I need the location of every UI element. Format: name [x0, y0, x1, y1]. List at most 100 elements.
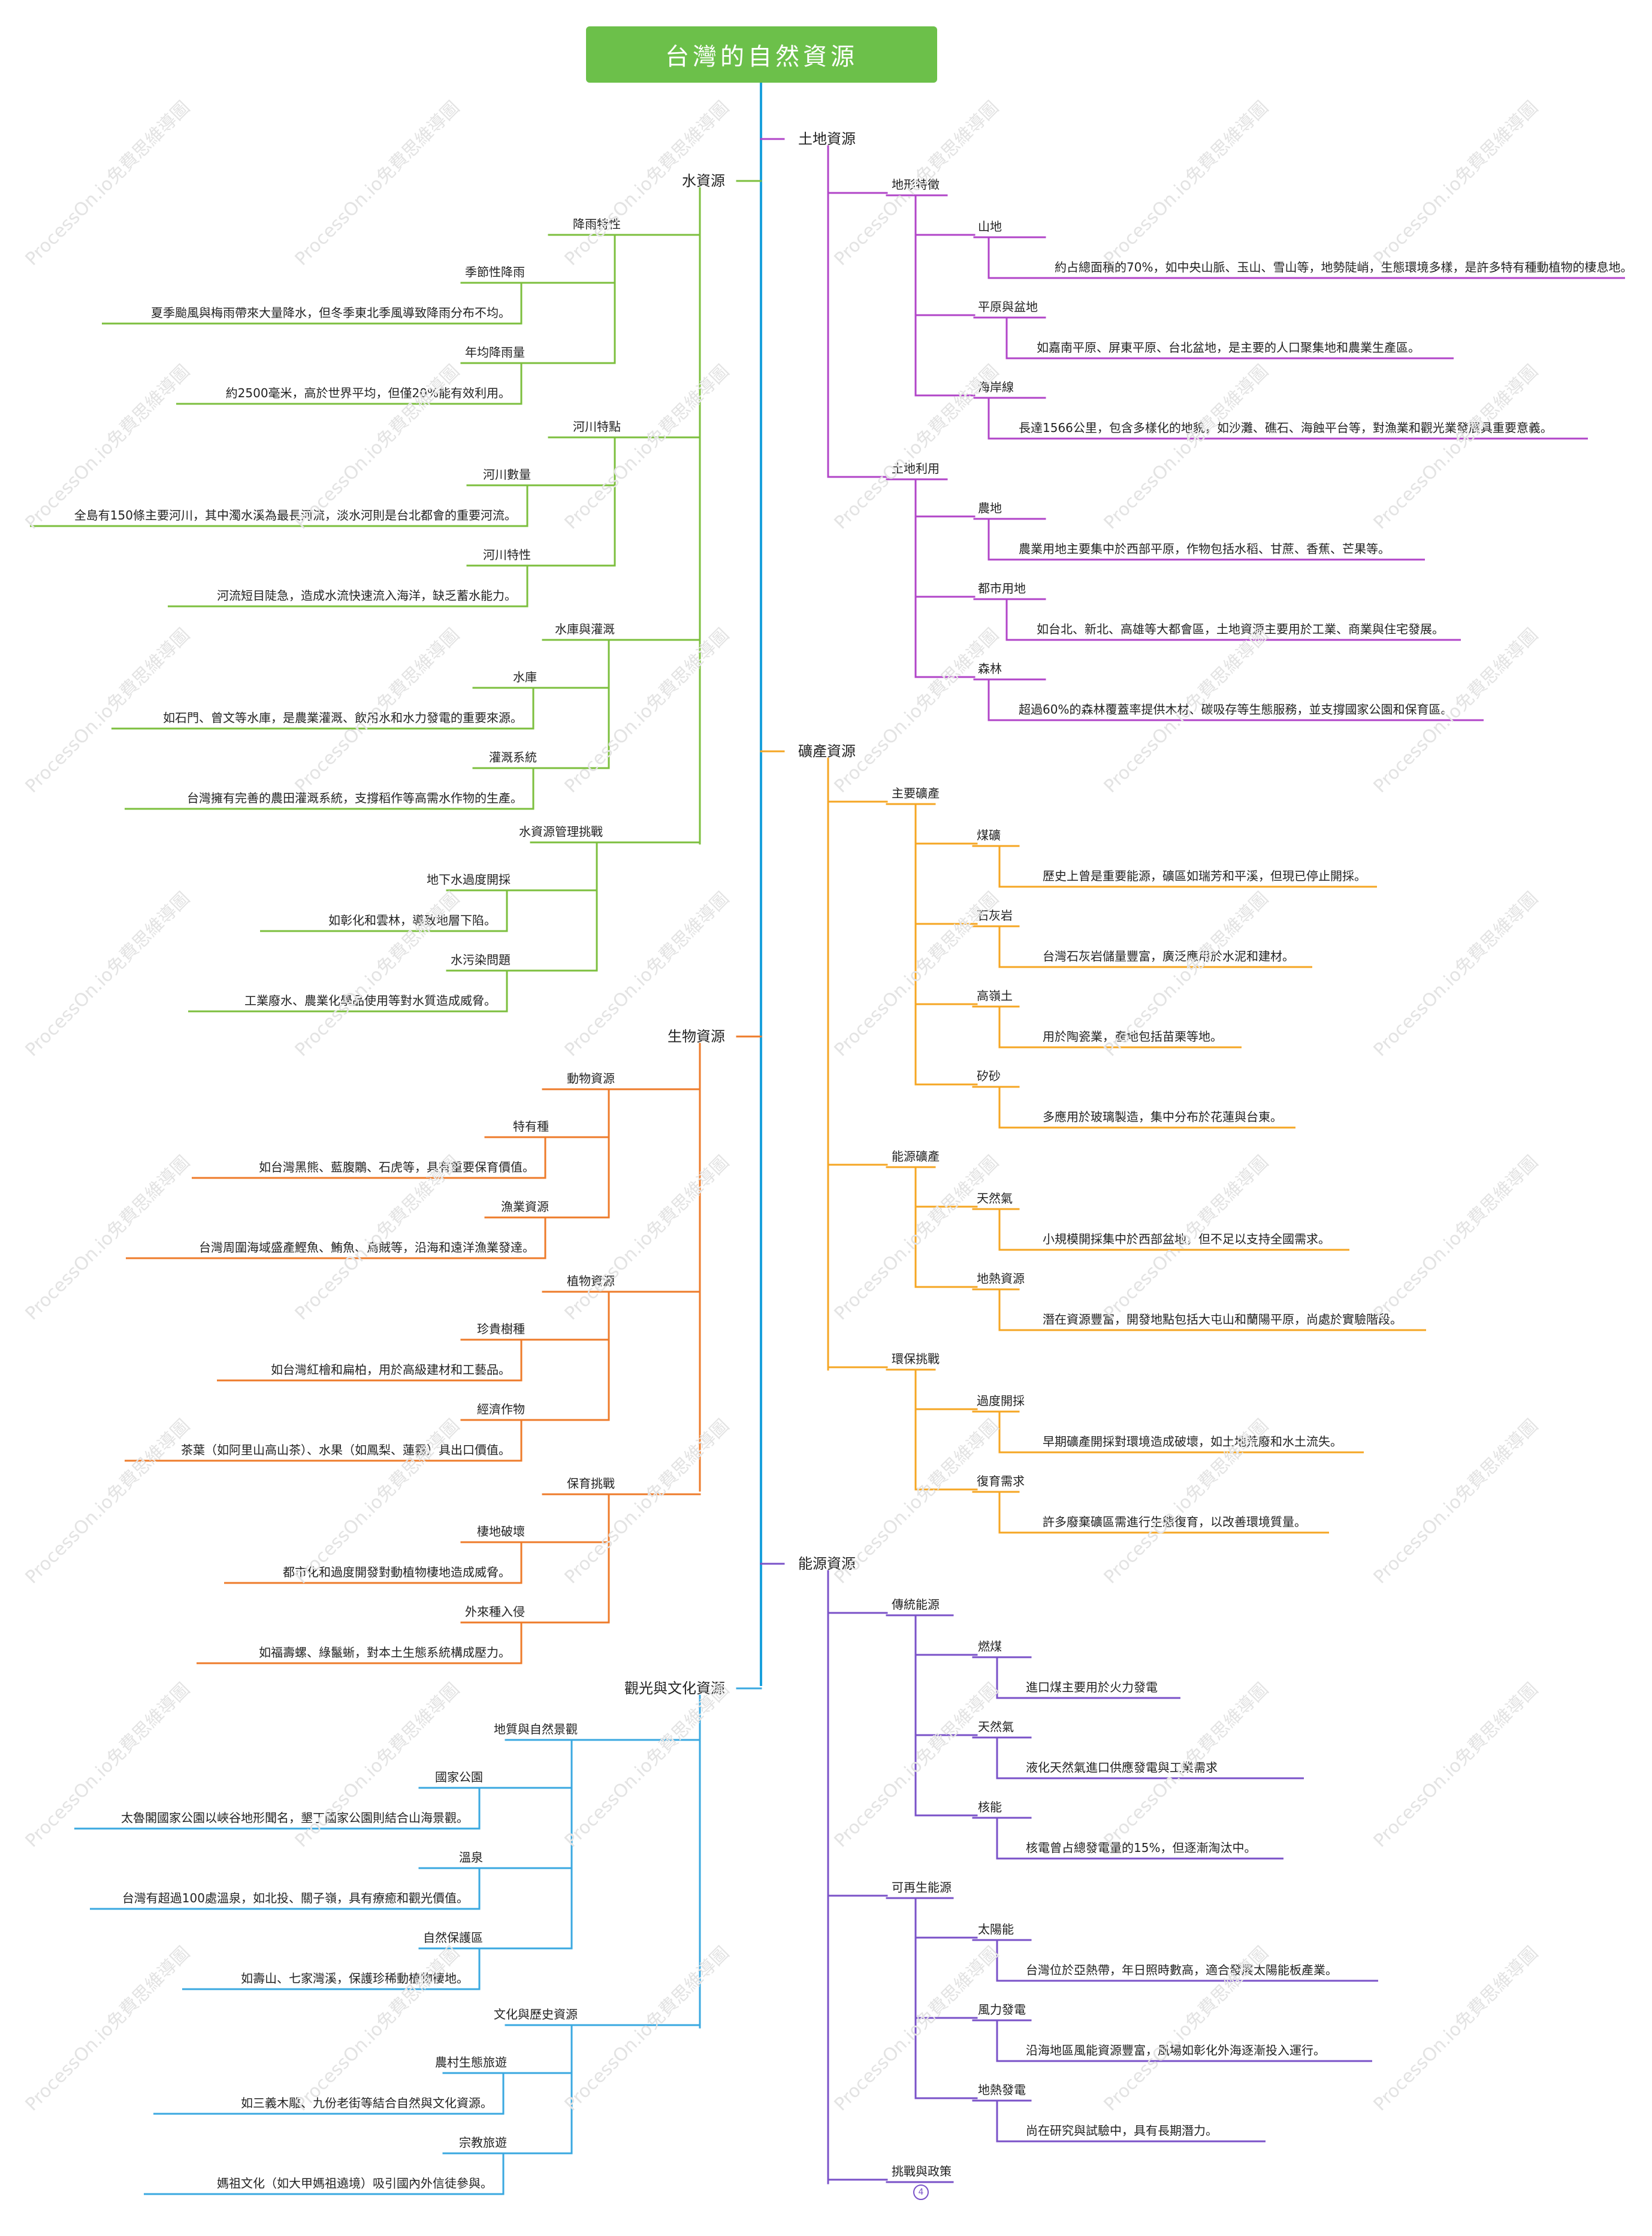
item-tourism-1-1[interactable]: 宗教旅遊 — [459, 2135, 507, 2150]
desc-mineral-1-1[interactable]: 潛在資源豐富，開發地點包括大屯山和蘭陽平原，尚處於實驗階段。 — [1043, 1312, 1402, 1327]
item-water-3-1[interactable]: 水污染問題 — [451, 953, 511, 967]
group-energy-2[interactable]: 挑戰與政策 — [892, 2164, 952, 2178]
item-tourism-0-0[interactable]: 國家公園 — [435, 1770, 483, 1784]
desc-tourism-0-0[interactable]: 太魯閣國家公園以峽谷地形聞名，墾丁國家公園則結合山海景觀。 — [121, 1811, 469, 1825]
branch-water[interactable]: 水資源 — [682, 173, 725, 189]
desc-mineral-2-1[interactable]: 許多廢棄礦區需進行生態復育，以改善環境質量。 — [1043, 1515, 1306, 1529]
desc-land-1-2[interactable]: 超過60%的森林覆蓋率提供木材、碳吸存等生態服務，並支撐國家公園和保育區。 — [1019, 702, 1453, 717]
desc-bio-1-0[interactable]: 如台灣紅檜和扁柏，用於高級建材和工藝品。 — [271, 1362, 511, 1377]
item-tourism-1-0[interactable]: 農村生態旅遊 — [435, 2055, 507, 2069]
item-energy-0-0[interactable]: 燃煤 — [978, 1639, 1002, 1654]
desc-energy-0-2[interactable]: 核電曾占總發電量的15%，但逐漸淘汰中。 — [1026, 1841, 1257, 1855]
item-water-2-1[interactable]: 灌溉系統 — [489, 750, 537, 765]
item-bio-0-1[interactable]: 漁業資源 — [501, 1199, 549, 1214]
item-mineral-1-1[interactable]: 地熱資源 — [977, 1271, 1025, 1286]
group-mineral-1[interactable]: 能源礦產 — [892, 1149, 940, 1164]
group-water-0[interactable]: 降雨特性 — [573, 217, 621, 231]
item-mineral-1-0[interactable]: 天然氣 — [977, 1191, 1013, 1205]
desc-water-0-1[interactable]: 約2500毫米，高於世界平均，但僅20%能有效利用。 — [225, 386, 511, 400]
group-bio-0[interactable]: 動物資源 — [567, 1071, 615, 1086]
desc-mineral-1-0[interactable]: 小規模開採集中於西部盆地，但不足以支持全國需求。 — [1043, 1232, 1330, 1246]
desc-tourism-1-1[interactable]: 媽祖文化（如大甲媽祖遶境）吸引國內外信徒參與。 — [217, 2176, 493, 2190]
desc-water-2-1[interactable]: 台灣擁有完善的農田灌溉系統，支撐稻作等高需水作物的生產。 — [187, 791, 523, 805]
item-bio-1-1[interactable]: 經濟作物 — [477, 1402, 525, 1416]
root-topic[interactable]: 台灣的自然資源 — [586, 26, 937, 83]
item-mineral-2-0[interactable]: 過度開採 — [977, 1394, 1025, 1408]
desc-land-0-0[interactable]: 約占總面積的70%，如中央山脈、玉山、雪山等，地勢陡峭，生態環境多樣，是許多特有… — [1055, 260, 1633, 274]
item-bio-0-0[interactable]: 特有種 — [513, 1119, 549, 1134]
item-bio-2-0[interactable]: 棲地破壞 — [477, 1524, 525, 1539]
group-tourism-0[interactable]: 地質與自然景觀 — [494, 1722, 578, 1736]
desc-energy-1-2[interactable]: 尚在研究與試驗中，具有長期潛力。 — [1026, 2123, 1218, 2138]
desc-energy-0-1[interactable]: 液化天然氣進口供應發電與工業需求 — [1026, 1760, 1218, 1775]
desc-water-1-0[interactable]: 全島有150條主要河川，其中濁水溪為最長河流，淡水河則是台北都會的重要河流。 — [74, 508, 517, 522]
branch-energy[interactable]: 能源資源 — [798, 1555, 856, 1572]
item-energy-0-2[interactable]: 核能 — [978, 1800, 1002, 1814]
item-mineral-0-0[interactable]: 煤礦 — [977, 828, 1001, 842]
item-energy-1-1[interactable]: 風力發電 — [978, 2002, 1026, 2017]
group-energy-0[interactable]: 傳統能源 — [892, 1597, 940, 1612]
branch-mineral[interactable]: 礦產資源 — [798, 743, 856, 760]
desc-land-0-1[interactable]: 如嘉南平原、屏東平原、台北盆地，是主要的人口聚集地和農業生產區。 — [1037, 340, 1420, 355]
item-mineral-0-2[interactable]: 高嶺土 — [977, 989, 1013, 1003]
group-energy-1[interactable]: 可再生能源 — [892, 1880, 952, 1894]
item-tourism-0-2[interactable]: 自然保護區 — [423, 1930, 483, 1945]
desc-bio-0-0[interactable]: 如台灣黑熊、藍腹鷴、石虎等，具有重要保育價值。 — [259, 1160, 534, 1174]
desc-land-1-1[interactable]: 如台北、新北、高雄等大都會區，土地資源主要用於工業、商業與住宅發展。 — [1037, 622, 1444, 636]
group-water-2[interactable]: 水庫與灌溉 — [555, 622, 615, 636]
group-bio-2[interactable]: 保育挑戰 — [567, 1476, 615, 1491]
desc-water-3-0[interactable]: 如彰化和雲林，導致地層下陷。 — [328, 913, 496, 927]
desc-water-2-0[interactable]: 如石門、曾文等水庫，是農業灌溉、飲用水和水力發電的重要來源。 — [163, 711, 523, 725]
item-energy-1-0[interactable]: 太陽能 — [978, 1922, 1014, 1936]
desc-tourism-1-0[interactable]: 如三義木雕、九份老街等結合自然與文化資源。 — [241, 2096, 493, 2110]
item-water-2-0[interactable]: 水庫 — [513, 670, 537, 684]
branch-tourism[interactable]: 觀光與文化資源 — [624, 1680, 725, 1697]
item-land-0-1[interactable]: 平原與盆地 — [978, 300, 1038, 314]
desc-water-0-0[interactable]: 夏季颱風與梅雨帶來大量降水，但冬季東北季風導致降雨分布不均。 — [151, 306, 511, 320]
desc-land-0-2[interactable]: 長達1566公里，包含多樣化的地貌，如沙灘、礁石、海蝕平台等，對漁業和觀光業發展… — [1019, 421, 1553, 435]
item-tourism-0-1[interactable]: 溫泉 — [459, 1850, 483, 1865]
item-energy-1-2[interactable]: 地熱發電 — [978, 2083, 1026, 2097]
desc-mineral-2-0[interactable]: 早期礦產開採對環境造成破壞，如土地荒廢和水土流失。 — [1043, 1434, 1342, 1449]
desc-mineral-0-3[interactable]: 多應用於玻璃製造，集中分布於花蓮與台東。 — [1043, 1110, 1282, 1124]
item-bio-1-0[interactable]: 珍貴樹種 — [477, 1322, 525, 1336]
item-water-1-0[interactable]: 河川數量 — [483, 467, 531, 482]
item-land-1-2[interactable]: 森林 — [978, 661, 1002, 676]
item-mineral-0-3[interactable]: 矽砂 — [977, 1069, 1001, 1083]
group-land-1[interactable]: 土地利用 — [892, 461, 940, 476]
group-water-3[interactable]: 水資源管理挑戰 — [519, 824, 603, 839]
group-tourism-1[interactable]: 文化與歷史資源 — [494, 2007, 578, 2022]
item-land-1-1[interactable]: 都市用地 — [978, 581, 1026, 596]
item-water-0-1[interactable]: 年均降雨量 — [465, 345, 525, 359]
item-mineral-0-1[interactable]: 石灰岩 — [977, 908, 1013, 923]
item-water-1-1[interactable]: 河川特性 — [483, 548, 531, 562]
desc-water-3-1[interactable]: 工業廢水、農業化學品使用等對水質造成威脅。 — [244, 993, 496, 1008]
desc-water-1-1[interactable]: 河流短目陡急，造成水流快速流入海洋，缺乏蓄水能力。 — [217, 588, 517, 603]
item-land-0-2[interactable]: 海岸線 — [978, 380, 1014, 394]
group-mineral-0[interactable]: 主要礦產 — [892, 786, 940, 800]
desc-tourism-0-2[interactable]: 如壽山、七家灣溪，保護珍稀動植物棲地。 — [241, 1971, 469, 1986]
item-water-3-0[interactable]: 地下水過度開採 — [427, 872, 511, 887]
desc-energy-0-0[interactable]: 進口煤主要用於火力發電 — [1026, 1680, 1158, 1694]
branch-bio[interactable]: 生物資源 — [668, 1028, 725, 1045]
desc-energy-1-0[interactable]: 台灣位於亞熱帶，年日照時數高，適合發展太陽能板產業。 — [1026, 1963, 1337, 1977]
branch-land[interactable]: 土地資源 — [798, 131, 856, 147]
desc-bio-2-1[interactable]: 如福壽螺、綠鬣蜥，對本土生態系統構成壓力。 — [259, 1645, 511, 1660]
desc-tourism-0-1[interactable]: 台灣有超過100處溫泉，如北投、關子嶺，具有療癒和觀光價值。 — [122, 1891, 469, 1905]
item-mineral-2-1[interactable]: 復育需求 — [977, 1474, 1025, 1488]
item-energy-0-1[interactable]: 天然氣 — [978, 1720, 1014, 1734]
group-water-1[interactable]: 河川特點 — [573, 419, 621, 434]
desc-bio-0-1[interactable]: 台灣周圍海域盛產鰹魚、鮪魚、烏賊等，沿海和遠洋漁業發達。 — [199, 1240, 534, 1255]
item-bio-2-1[interactable]: 外來種入侵 — [465, 1605, 525, 1619]
item-water-0-0[interactable]: 季節性降雨 — [465, 265, 525, 279]
desc-mineral-0-2[interactable]: 用於陶瓷業，產地包括苗栗等地。 — [1043, 1029, 1222, 1044]
desc-mineral-0-0[interactable]: 歷史上曾是重要能源，礦區如瑞芳和平溪，但現已停止開採。 — [1043, 869, 1366, 883]
desc-land-1-0[interactable]: 農業用地主要集中於西部平原，作物包括水稻、甘蔗、香蕉、芒果等。 — [1019, 542, 1390, 556]
collapsed-count-badge[interactable]: 4 — [913, 2184, 929, 2200]
group-land-0[interactable]: 地形特徵 — [892, 177, 940, 192]
item-land-0-0[interactable]: 山地 — [978, 219, 1002, 234]
desc-energy-1-1[interactable]: 沿海地區風能資源豐富，風場如彰化外海逐漸投入運行。 — [1026, 2043, 1325, 2057]
desc-bio-1-1[interactable]: 茶葉（如阿里山高山茶）、水果（如鳳梨、蓮霧）具出口價值。 — [181, 1443, 511, 1457]
group-bio-1[interactable]: 植物資源 — [567, 1274, 615, 1288]
group-mineral-2[interactable]: 環保挑戰 — [892, 1352, 940, 1366]
